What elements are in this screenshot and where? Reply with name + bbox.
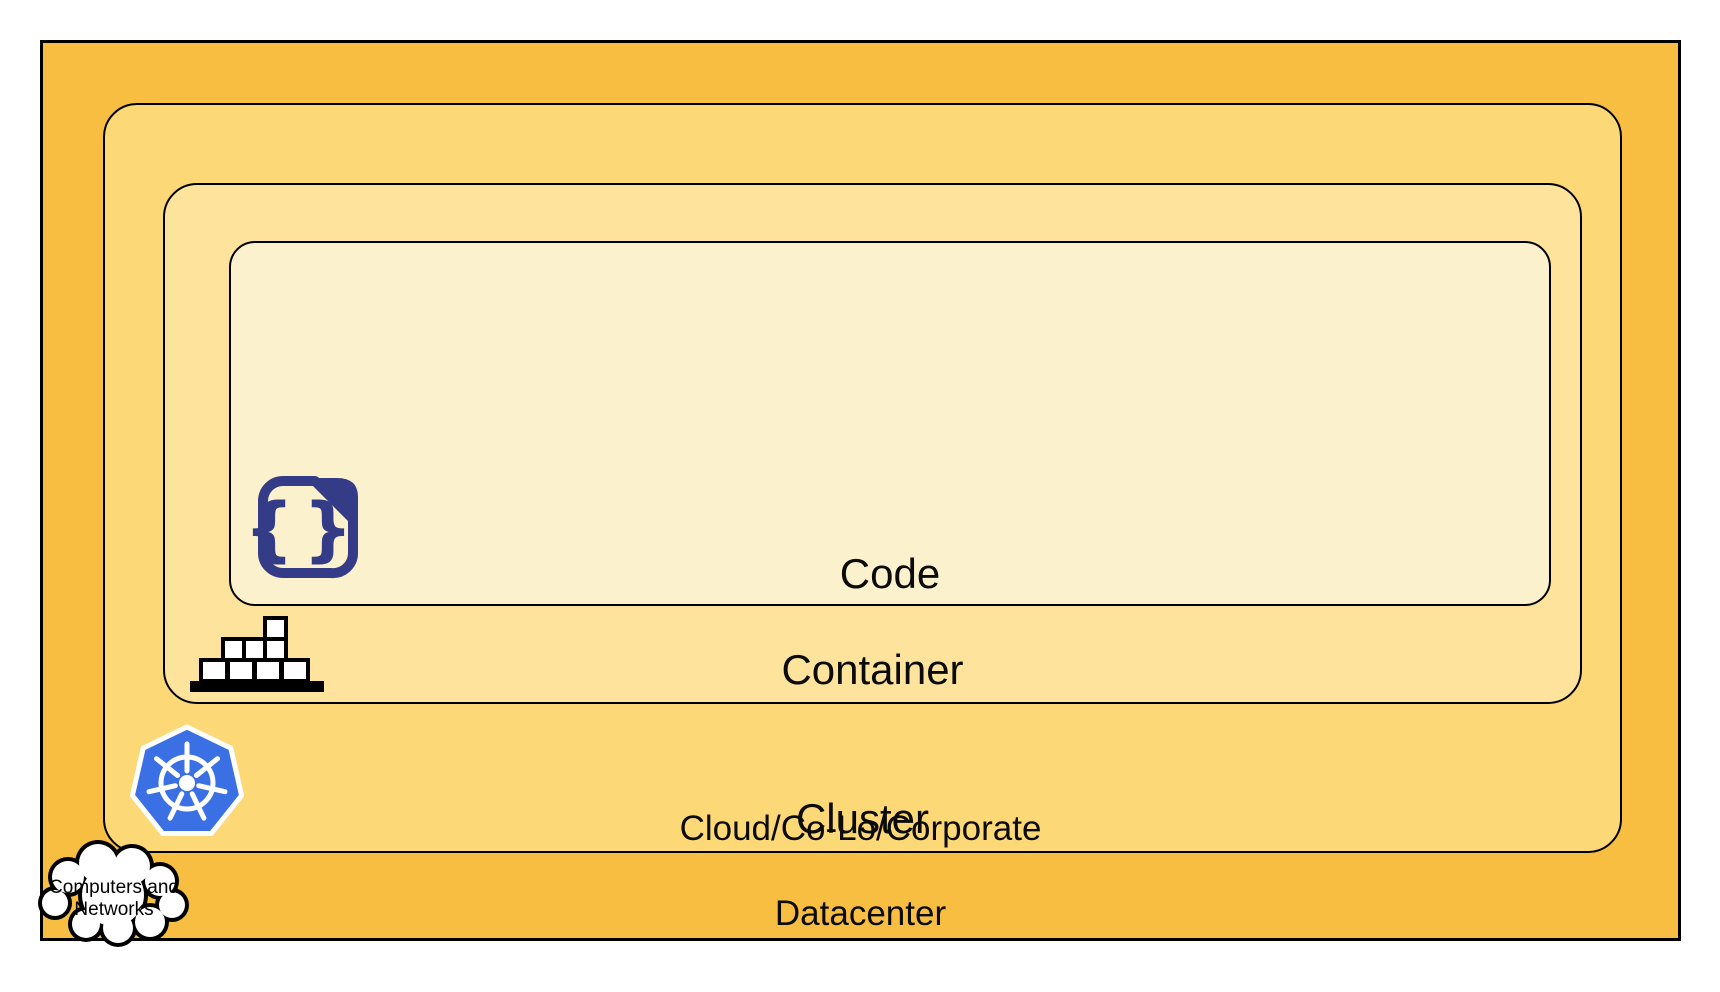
cluster-label: Cluster — [795, 795, 930, 842]
cloud-label-line1: Computers and — [49, 877, 179, 898]
kubernetes-icon — [127, 721, 247, 843]
layer-container: {} Code — [163, 183, 1582, 704]
container-stack-icon — [190, 615, 324, 693]
datacenter-label-line1: Cloud/Co-Lo/Corporate — [679, 808, 1042, 848]
layer-cluster: {} Code — [103, 103, 1622, 853]
cloud-label-line2: Networks — [74, 899, 153, 920]
datacenter-label-line2: Datacenter — [774, 894, 947, 934]
layer-code: {} Code — [229, 241, 1551, 606]
braces-glyph: {} — [244, 488, 362, 570]
container-label: Container — [781, 646, 964, 693]
code-file-icon: {} — [244, 467, 367, 587]
datacenter-label: Cloud/Co-Lo/Corporate Datacenter — [43, 765, 1678, 936]
code-label: Code — [839, 550, 941, 597]
cloud-icon: Computers and Networks — [38, 840, 190, 947]
layer-datacenter: {} Code — [40, 40, 1681, 941]
